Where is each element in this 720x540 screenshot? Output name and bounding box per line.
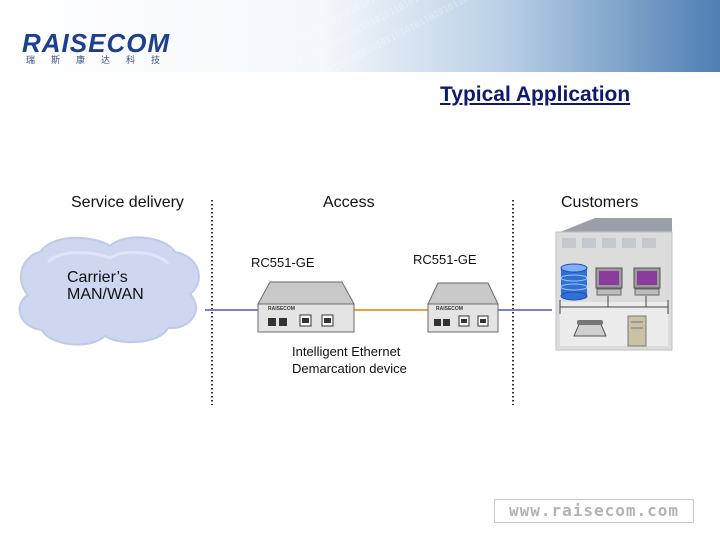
logo: RAISECOM	[22, 28, 171, 58]
device-left-brand: RAISECOM	[268, 306, 295, 312]
page-title: Typical Application	[440, 83, 631, 106]
section-customers: Customers	[561, 194, 639, 211]
device-left-label: RC551-GE	[251, 255, 315, 270]
computer-icon-2	[633, 267, 661, 296]
device-left	[257, 281, 355, 333]
database-icon	[560, 263, 588, 301]
phone-icon	[573, 320, 607, 337]
device-right-label: RC551-GE	[413, 252, 477, 267]
computer-icon-1	[595, 267, 623, 296]
header-background: 0110101010101101010110101011010101011010…	[0, 0, 720, 72]
device-right-brand: RAISECOM	[436, 306, 463, 312]
logo-chinese: 瑞斯康达科技	[26, 56, 177, 66]
header-band: 0110101010101101010110101011010101011010…	[0, 0, 720, 72]
cloud-shape	[18, 236, 200, 346]
server-icon	[627, 315, 647, 347]
section-access: Access	[323, 194, 375, 211]
footer-url: www.raisecom.com	[494, 499, 694, 523]
lan-connector	[559, 296, 669, 314]
section-service-delivery: Service delivery	[71, 194, 184, 211]
device-right	[427, 282, 499, 333]
cloud-label: Carrier’s MAN/WAN	[67, 269, 144, 303]
device-caption: Intelligent Ethernet Demarcation device	[292, 344, 407, 376]
